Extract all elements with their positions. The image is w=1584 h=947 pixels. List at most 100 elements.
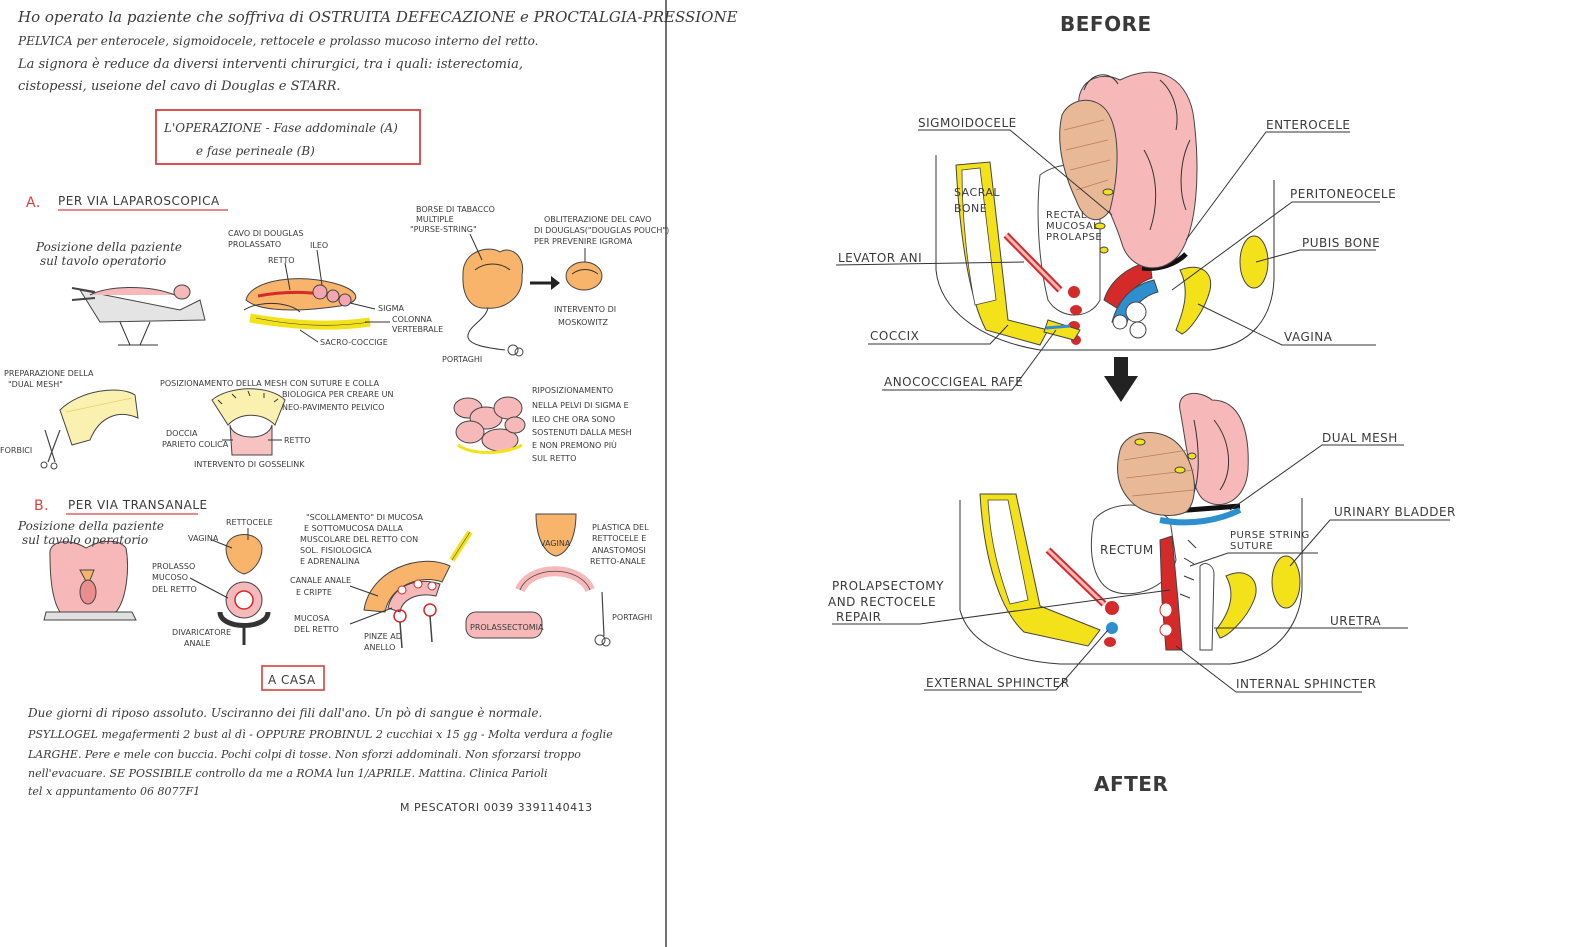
b-posizione-line-2: sul tavolo operatorio [22, 533, 148, 547]
b-mucosa-line-2: DEL RETTO [294, 625, 339, 634]
label-purse-string-line-1: PURSE STRING [1230, 530, 1310, 541]
label-uretra: URETRA [1330, 614, 1381, 628]
a-preparazione-line-1: PREPARAZIONE DELLA [4, 369, 94, 378]
a-riposizionamento-line-3: ILEO CHE ORA SONO [532, 415, 615, 424]
a-riposizionamento-line-1: RIPOSIZIONAMENTO [532, 386, 613, 395]
section-a-title: PER VIA LAPAROSCOPICA [58, 194, 220, 208]
label-prolapsectomy-line-1: PROLAPSECTOMY [832, 579, 944, 593]
a-preparazione-line-2: "DUAL MESH" [8, 380, 63, 389]
a-posizione-line-2: sul tavolo operatorio [40, 254, 166, 268]
patient-on-table-illustration [71, 284, 206, 346]
a-moskowitz-line-1: INTERVENTO DI [554, 305, 616, 314]
b-prolasso-line-1: PROLASSO [152, 562, 195, 571]
section-b-title: PER VIA TRANSANALE [68, 498, 208, 512]
after-title: AFTER [1094, 772, 1168, 796]
section-a-header: A. PER VIA LAPAROSCOPICA [26, 194, 228, 211]
label-vagina: VAGINA [1284, 330, 1333, 344]
a-colonna-line-2: VERTEBRALE [392, 325, 443, 334]
before-title: BEFORE [1060, 12, 1152, 36]
a-borse-line-2: MULTIPLE [416, 215, 454, 224]
b-canale-line-2: E CRIPTE [296, 588, 332, 597]
a-casa-label: A CASA [268, 673, 316, 687]
b-divaricatore-line-2: ANALE [184, 639, 210, 648]
a-obliterazione-line-2: DI DOUGLAS("DOUGLAS POUCH") [534, 226, 669, 235]
purse-string-illustration [462, 248, 524, 357]
operation-box-line-2: e fase perineale (B) [196, 144, 315, 158]
b-prolasso-line-2: MUCOSO [152, 573, 188, 582]
intro-line-1: Ho operato la paziente che soffriva di O… [17, 8, 738, 26]
a-ileo-label: ILEO [310, 241, 328, 250]
section-b-header: B. PER VIA TRANSANALE [34, 498, 208, 515]
b-posizione-line-1: Posizione della paziente [17, 519, 164, 533]
b-canale-line-1: CANALE ANALE [290, 576, 351, 585]
doctor-signature: M PESCATORI 0039 3391140413 [400, 801, 593, 814]
a-obliterazione-line-1: OBLITERAZIONE DEL CAVO [544, 215, 651, 224]
a-riposizionamento-line-5: E NON PREMONO PIÙ [532, 439, 617, 450]
lithotomy-position-illustration [43, 540, 137, 621]
a-posizionamento-line-3: NEO-PAVIMENTO PELVICO [282, 403, 384, 412]
b-plastica-line-4: RETTO-ANALE [590, 557, 646, 566]
a-sacro-label: SACRO-COCCIGE [320, 338, 388, 347]
b-vagina-label: VAGINA [188, 534, 219, 543]
dual-mesh-illustration [40, 389, 139, 470]
mucosal-dissection-illustration [363, 530, 473, 649]
operation-box: L'OPERAZIONE - Fase addominale (A) e fas… [155, 109, 421, 165]
a-retto2-label: RETTO [284, 436, 311, 445]
douglas-prolapse-illustration [243, 278, 371, 330]
before-anatomy-diagram [935, 71, 1275, 351]
b-divaricatore-line-1: DIVARICATORE [172, 628, 231, 637]
label-levator-ani: LEVATOR ANI [838, 251, 922, 265]
instructions-line-2: PSYLLOGEL megafermenti 2 bust al dì - OP… [27, 728, 613, 741]
a-forbici-label: FORBICI [0, 446, 32, 455]
b-scollamento-line-3: MUSCOLARE DEL RETTO CON [300, 535, 418, 544]
label-sacral-line-1: SACRAL [954, 186, 1000, 199]
b-rettocele-label: RETTOCELE [226, 518, 273, 527]
before-labels: SIGMOIDOCELE ENTEROCELE SACRAL BONE RECT… [838, 116, 1396, 389]
a-moskowitz-line-2: MOSKOWITZ [558, 318, 609, 327]
label-rectum: RECTUM [1100, 543, 1154, 557]
label-prolapsectomy-line-2: AND RECTOCELE [828, 595, 936, 609]
b-vagina2-label: VAGINA [540, 539, 571, 548]
a-douglas-labels: CAVO DI DOUGLAS PROLASSATO RETTO ILEO SI… [228, 229, 443, 347]
a-borse-line-3: "PURSE-STRING" [410, 225, 477, 234]
b-portaghi-label: PORTAGHI [612, 613, 652, 622]
label-sacral-line-2: BONE [954, 202, 987, 215]
b-plastica-line-3: ANASTOMOSI [592, 546, 646, 555]
after-labels: DUAL MESH URINARY BLADDER RECTUM PURSE S… [828, 431, 1456, 691]
b-pinze-line-1: PINZE AD [364, 632, 402, 641]
a-obliterazione-line-3: PER PREVENIRE IGROMA [534, 237, 633, 246]
label-rectal-line-3: PROLAPSE [1046, 232, 1102, 243]
b-plastica-line-1: PLASTICA DEL [592, 523, 649, 532]
b-scollamento-line-2: E SOTTOMUCOSA DALLA [304, 524, 403, 533]
label-rectal-line-2: MUCOSAL [1046, 221, 1099, 232]
intro-line-4: cistopessi, useione del cavo di Douglas … [18, 79, 341, 94]
repositioned-bowel-illustration [453, 396, 526, 454]
b-prolasso-line-3: DEL RETTO [152, 585, 197, 594]
rectocele-anal-retractor-illustration [217, 534, 271, 645]
a-riposizionamento-line-4: SOSTENUTI DALLA MESH [532, 428, 632, 437]
label-external-sphincter: EXTERNAL SPHINCTER [926, 676, 1070, 690]
b-pinze-line-2: ANELLO [364, 643, 395, 652]
b-scollamento-line-5: E ADRENALINA [300, 557, 360, 566]
b-scollamento-line-1: "SCOLLAMENTO" DI MUCOSA [306, 513, 423, 522]
label-urinary-bladder: URINARY BLADDER [1334, 505, 1456, 519]
intro-line-2: PELVICA per enterocele, sigmoidocele, re… [17, 34, 538, 48]
a-colonna-line-1: COLONNA [392, 315, 432, 324]
after-anatomy-diagram [959, 392, 1303, 665]
label-internal-sphincter: INTERNAL SPHINCTER [1236, 677, 1376, 691]
instructions-line-4: nell'evacuare. SE POSSIBILE controllo da… [28, 767, 548, 780]
b-plastica-line-2: RETTOCELE E [592, 534, 646, 543]
label-pubis-bone: PUBIS BONE [1302, 236, 1380, 250]
label-anococcigeal: ANOCOCCIGEAL RAFE [884, 375, 1023, 389]
a-posizionamento-line-1: POSIZIONAMENTO DELLA MESH CON SUTURE E C… [160, 379, 380, 388]
b-mucosa-line-1: MUCOSA [294, 614, 330, 623]
b-scollamento-line-4: SOL. FISIOLOGICA [300, 546, 372, 555]
a-doccia-line-1: DOCCIA [166, 429, 198, 438]
a-riposizionamento-line-6: SUL RETTO [532, 454, 576, 463]
a-posizionamento-line-2: BIOLOGICA PER CREARE UN [282, 390, 393, 399]
a-cavo-line-1: CAVO DI DOUGLAS [228, 229, 303, 238]
instructions-line-1: Due giorni di riposo assoluto. Usciranno… [27, 706, 542, 720]
a-riposizionamento-line-2: NELLA PELVI DI SIGMA E [532, 401, 629, 410]
instructions-line-3: LARGHE. Pere e mele con buccia. Pochi co… [27, 748, 581, 761]
